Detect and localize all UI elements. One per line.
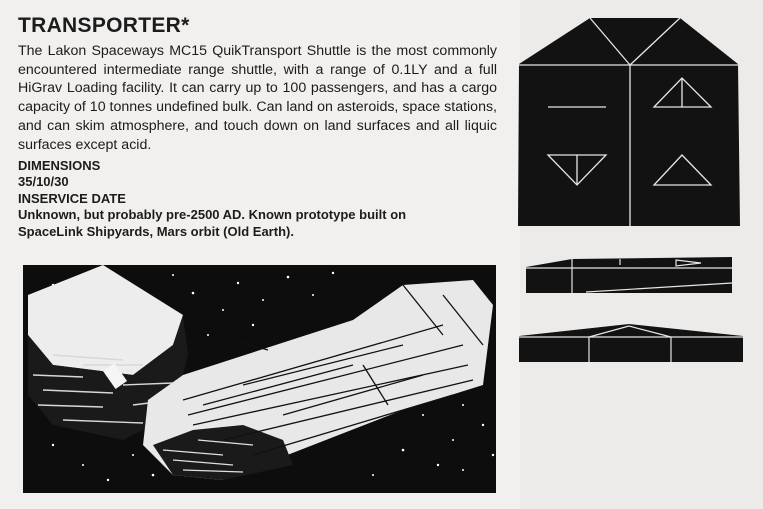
front-view-blueprint [519,324,743,362]
inservice-label: INSERVICE DATE [18,190,126,206]
spaceship-illustration-art [23,265,496,493]
dimensions-label: DIMENSIONS [18,158,101,173]
side-view-blueprint [526,257,733,293]
inservice-value-line2: SpaceLink Shipyards, Mars orbit (Old Ear… [18,223,294,239]
spaceship-illustration [23,265,496,493]
top-view-blueprint [518,17,740,226]
ship-title: TRANSPORTER* [18,14,190,37]
ship-description: The Lakon Spaceways MC15 QuikTransport S… [18,43,497,153]
dimensions-value: 35/10/30 [18,174,69,190]
ship-specs: DIMENSIONS 35/10/30 INSERVICE DATE Unkno… [18,158,498,240]
inservice-value-line1: Unknown, but probably pre-2500 AD. Known… [18,207,407,223]
